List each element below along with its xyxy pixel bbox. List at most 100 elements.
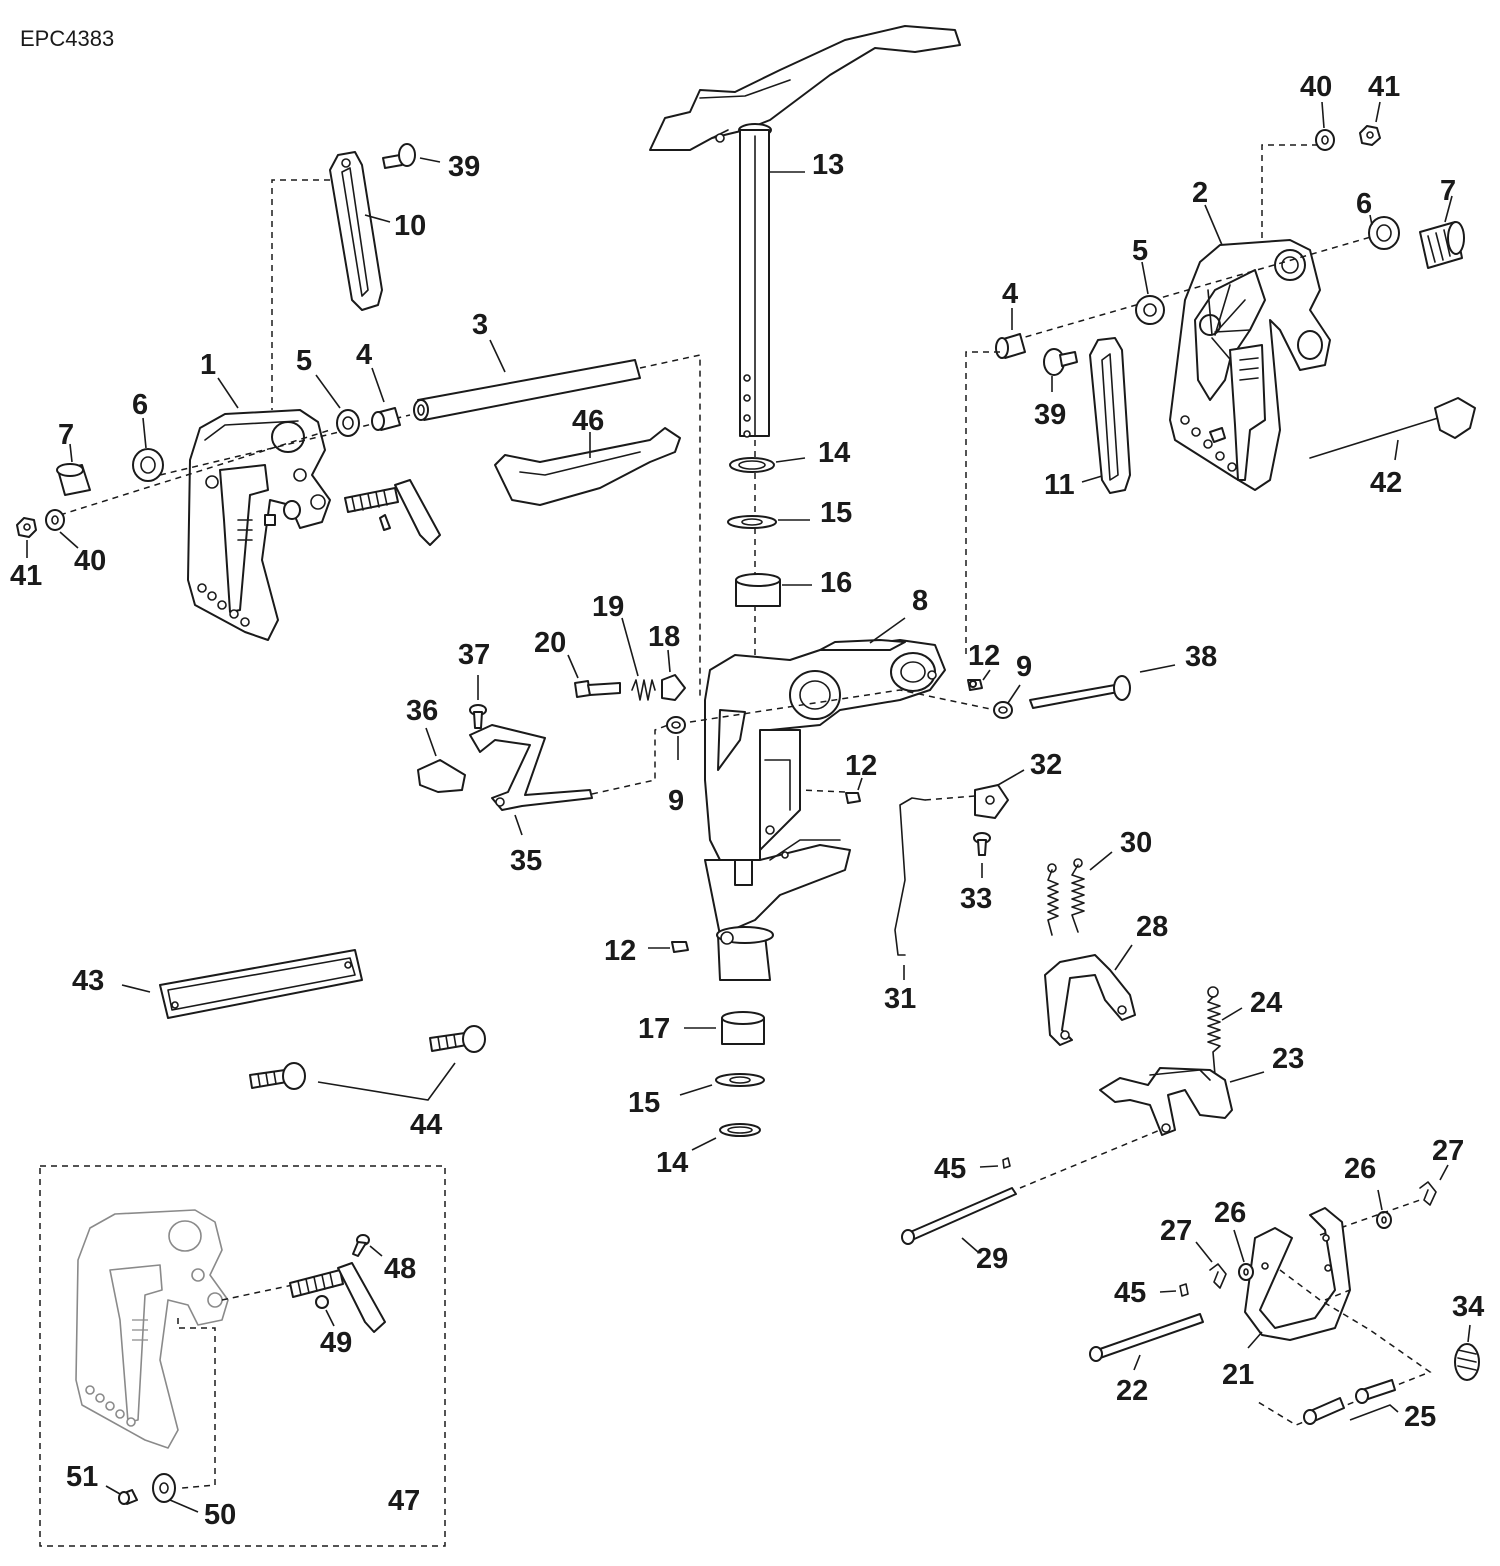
callout-41-left: 41 bbox=[10, 560, 42, 592]
callout-45-lower: 45 bbox=[1114, 1277, 1146, 1309]
part-16-bushing bbox=[735, 573, 781, 607]
callout-40-right: 40 bbox=[1300, 71, 1332, 103]
part-27-clip-right bbox=[1419, 1181, 1437, 1206]
callout-47: 47 bbox=[388, 1485, 420, 1517]
part-26-washer-right bbox=[1376, 1211, 1392, 1229]
callout-14-upper: 14 bbox=[818, 437, 850, 469]
callout-51: 51 bbox=[66, 1461, 98, 1493]
part-14-upper-washer bbox=[729, 457, 775, 473]
part-11-link-right bbox=[1089, 337, 1131, 494]
leader-19 bbox=[621, 617, 639, 677]
callout-9-right: 9 bbox=[1016, 651, 1032, 683]
part-42-tilt-rod bbox=[1309, 397, 1476, 459]
leader-45a bbox=[979, 1165, 999, 1168]
leader-15b bbox=[679, 1084, 713, 1096]
part-12-grease-fitting-upper bbox=[967, 679, 983, 691]
part-24-spring bbox=[1207, 986, 1221, 1076]
callout-17: 17 bbox=[638, 1013, 670, 1045]
leader-44 bbox=[317, 1062, 456, 1101]
callout-37: 37 bbox=[458, 639, 490, 671]
leader-28 bbox=[1114, 944, 1133, 971]
part-28-bracket bbox=[1044, 954, 1136, 1046]
leader-26a bbox=[1233, 1229, 1245, 1263]
callout-6-right: 6 bbox=[1356, 188, 1372, 220]
callout-46: 46 bbox=[572, 405, 604, 437]
part-48-screw bbox=[352, 1234, 370, 1257]
leader-12a bbox=[982, 669, 991, 681]
leader-30 bbox=[1089, 851, 1113, 871]
dash-stop-21 bbox=[1324, 1289, 1351, 1301]
leader-38 bbox=[1139, 664, 1176, 673]
callout-22: 22 bbox=[1116, 1375, 1148, 1407]
callout-12-lower: 12 bbox=[604, 935, 636, 967]
callout-30: 30 bbox=[1120, 827, 1152, 859]
callout-35: 35 bbox=[510, 845, 542, 877]
leader-1 bbox=[217, 377, 239, 409]
callout-11: 11 bbox=[1044, 469, 1075, 501]
part-45-cotter-pin-upper bbox=[1002, 1157, 1011, 1169]
callout-7-right: 7 bbox=[1440, 175, 1456, 207]
callout-18: 18 bbox=[648, 621, 680, 653]
callout-10: 10 bbox=[394, 210, 426, 242]
leader-6b bbox=[1369, 214, 1373, 226]
dash-right-top bbox=[1261, 144, 1318, 260]
callout-27-left: 27 bbox=[1160, 1215, 1192, 1247]
part-39-screw-left bbox=[382, 143, 416, 169]
callout-16: 16 bbox=[820, 567, 852, 599]
part-17-bushing bbox=[721, 1011, 765, 1045]
part-9-nut-right bbox=[993, 701, 1013, 719]
part-44-bolt-a bbox=[249, 1062, 306, 1090]
leader-20 bbox=[567, 654, 579, 679]
dash-bracket-23 bbox=[1019, 1129, 1161, 1189]
part-40-washer-right bbox=[1315, 129, 1335, 151]
part-27-clip-left bbox=[1209, 1263, 1227, 1289]
part-4-bushing-right bbox=[995, 333, 1026, 359]
callout-20: 20 bbox=[534, 627, 566, 659]
part-38-tilt-pin bbox=[1029, 675, 1131, 709]
part-7-cap-left bbox=[56, 463, 91, 496]
leader-41b bbox=[1375, 101, 1381, 123]
part-4-bushing-left bbox=[371, 407, 401, 431]
leader-36 bbox=[425, 727, 437, 757]
diagram-id: EPC4383 bbox=[20, 26, 114, 51]
callout-45-upper: 45 bbox=[934, 1153, 966, 1185]
callout-21: 21 bbox=[1222, 1359, 1254, 1391]
callout-38: 38 bbox=[1185, 641, 1217, 673]
part-21-tilt-stop bbox=[1244, 1207, 1351, 1341]
part-51-screw bbox=[118, 1489, 138, 1505]
part-inset-thumb-screw bbox=[289, 1262, 386, 1333]
callout-39-right: 39 bbox=[1034, 399, 1066, 431]
leader-40a bbox=[59, 531, 79, 549]
callout-29: 29 bbox=[976, 1243, 1008, 1275]
callout-49: 49 bbox=[320, 1327, 352, 1359]
part-15-upper-washer bbox=[727, 515, 777, 529]
part-26-washer-left bbox=[1238, 1263, 1254, 1281]
callout-33: 33 bbox=[960, 883, 992, 915]
part-22-pin bbox=[1089, 1313, 1204, 1362]
part-30-springs bbox=[1047, 858, 1085, 936]
callout-27-right: 27 bbox=[1432, 1135, 1464, 1167]
callout-28: 28 bbox=[1136, 911, 1168, 943]
part-45-cotter-pin-lower bbox=[1179, 1283, 1189, 1297]
leader-22 bbox=[1133, 1354, 1141, 1371]
callout-12-upper: 12 bbox=[968, 640, 1000, 672]
callout-15-upper: 15 bbox=[820, 497, 852, 529]
callout-7-left: 7 bbox=[58, 419, 74, 451]
part-23-tilt-lock-bracket bbox=[1099, 1067, 1233, 1136]
part-8-swivel-bracket bbox=[704, 639, 946, 981]
callout-4-right: 4 bbox=[1002, 278, 1018, 310]
callout-24: 24 bbox=[1250, 987, 1282, 1019]
leader-45b bbox=[1159, 1290, 1177, 1293]
part-31-link-rod bbox=[894, 797, 926, 956]
callout-2: 2 bbox=[1192, 177, 1208, 209]
part-37-screw bbox=[469, 704, 487, 729]
dash-axis-left-clamp bbox=[59, 429, 331, 516]
part-25-pins bbox=[1303, 1379, 1396, 1425]
leader-14b bbox=[691, 1137, 717, 1151]
part-9-nut-left bbox=[666, 716, 686, 734]
leader-21 bbox=[1247, 1331, 1263, 1349]
callout-15-lower: 15 bbox=[628, 1087, 660, 1119]
callout-6-left: 6 bbox=[132, 389, 148, 421]
part-32-connector-block bbox=[974, 784, 1009, 819]
